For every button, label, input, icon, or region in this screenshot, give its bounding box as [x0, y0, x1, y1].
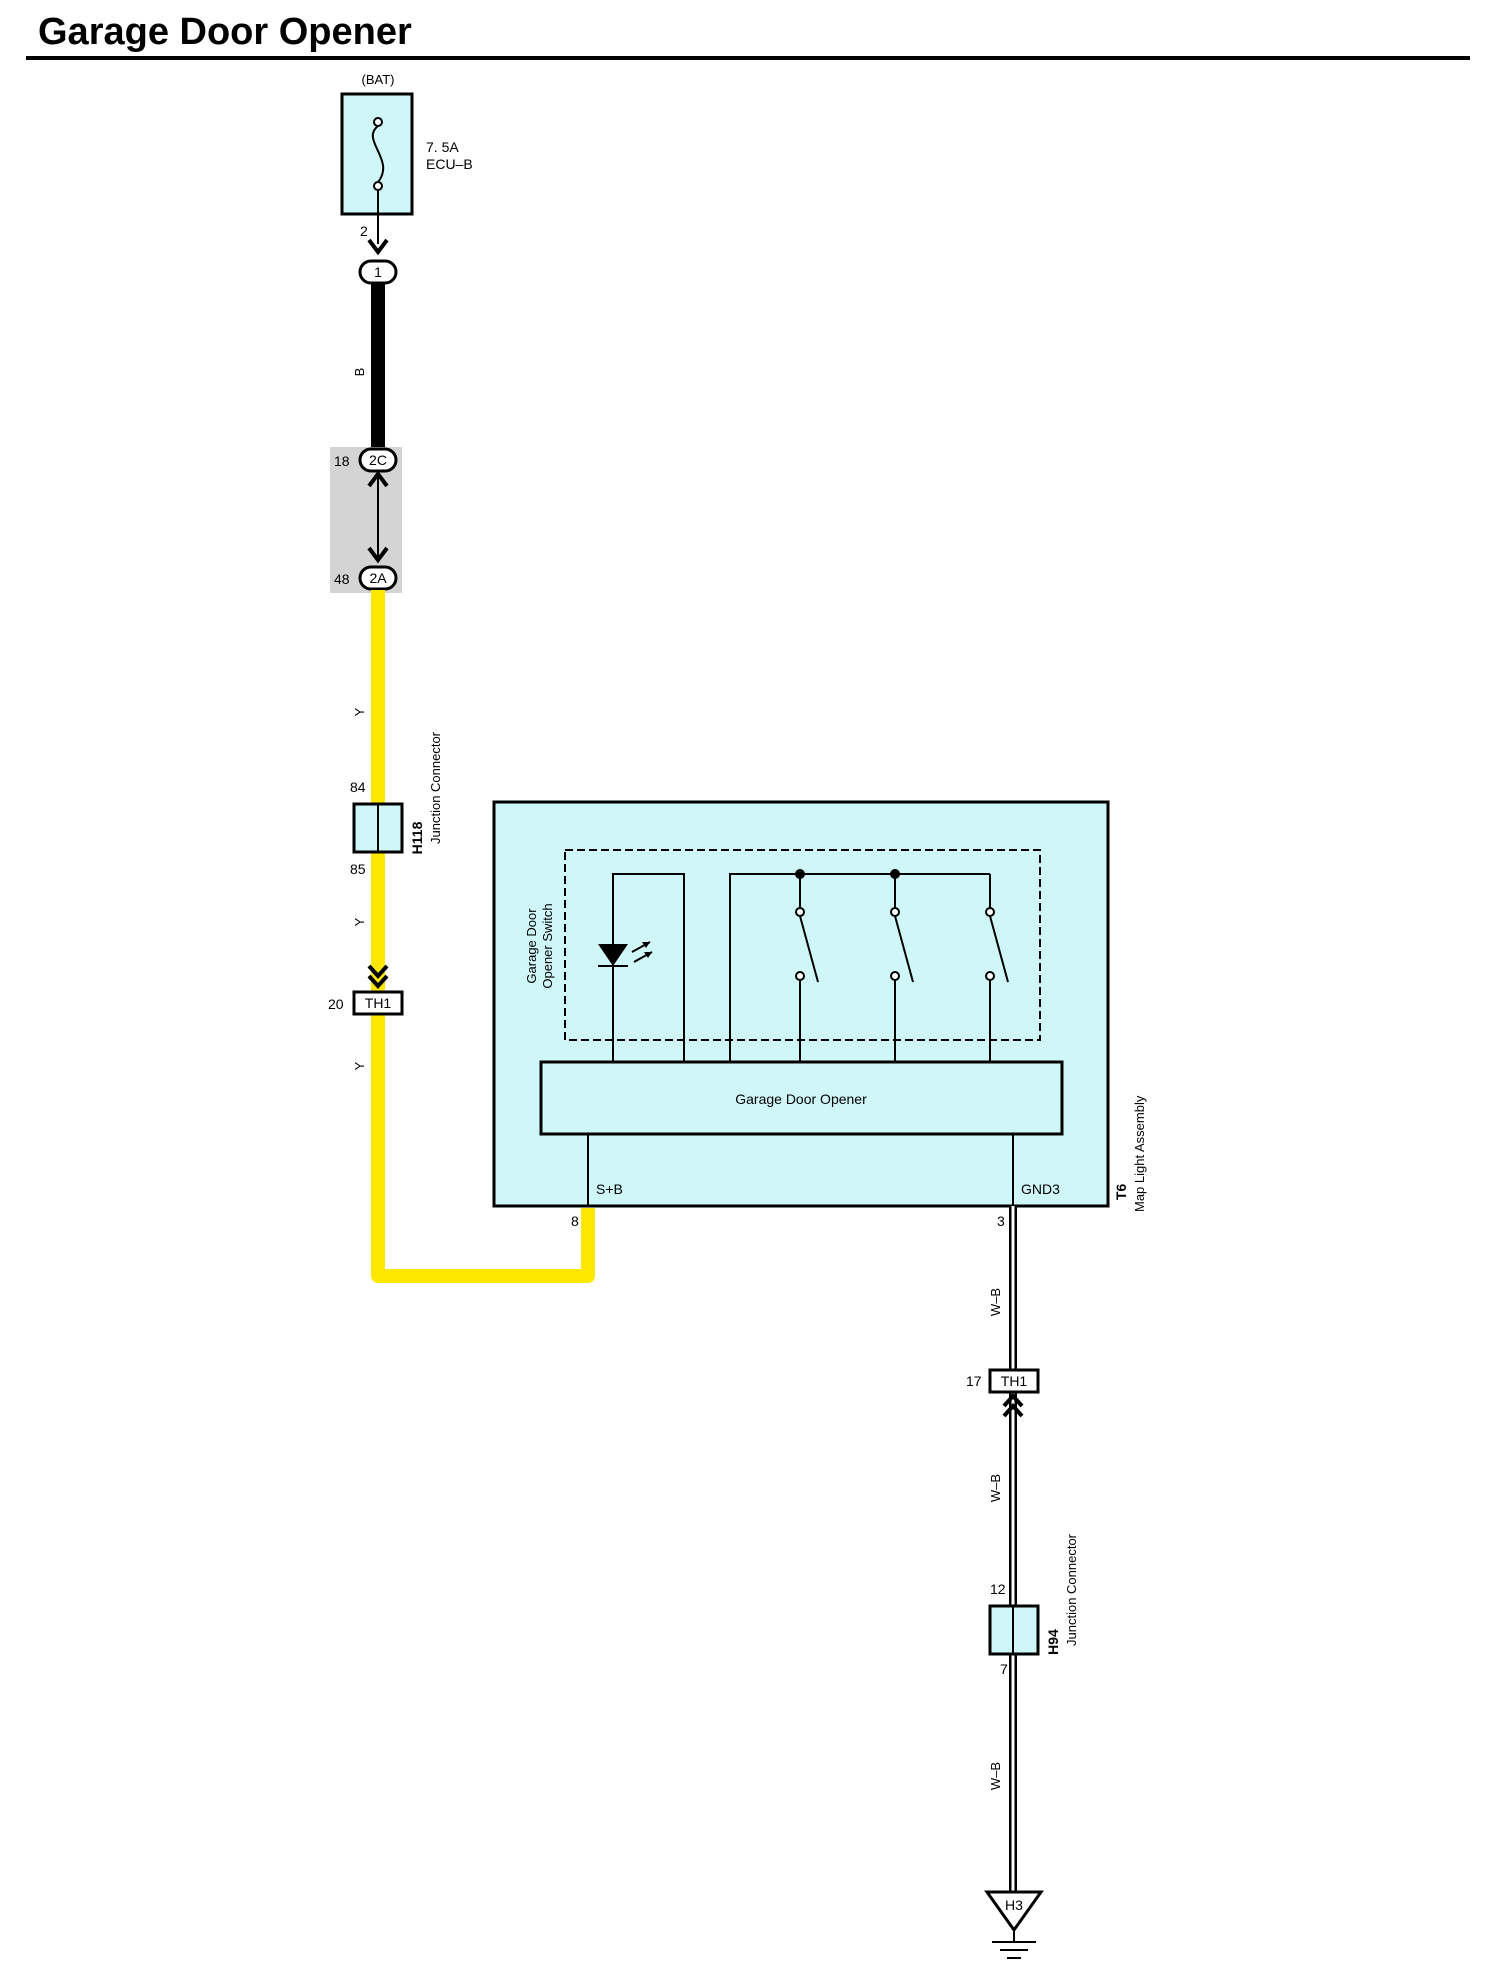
connector-2a: [358, 565, 398, 591]
switch-3-icon: [985, 907, 1009, 983]
led-icon: [598, 941, 653, 967]
connector-arrow-icon: [367, 238, 389, 256]
h118-pin-bottom: 85: [350, 861, 366, 877]
th1-bottom-pin: 17: [966, 1373, 982, 1389]
fuse-rating: 7. 5A: [426, 139, 459, 155]
switch-label-1: Garage Door: [524, 908, 539, 984]
assembly-code: T6: [1113, 1183, 1129, 1200]
switch-label-2: Opener Switch: [540, 903, 555, 988]
connector-arrow-icon: [367, 546, 389, 564]
switch-1-icon: [795, 907, 819, 983]
led-loop-wire: [612, 873, 685, 1062]
connector-2a-label: 2A: [369, 570, 387, 586]
connector-2c-pin: 18: [334, 453, 350, 469]
fuse-icon: [371, 117, 385, 191]
pin-sb: 8: [571, 1213, 579, 1229]
th1-top-pin: 20: [328, 996, 344, 1012]
wire-color-y3: Y: [352, 1061, 367, 1070]
h94-code: H94: [1045, 1629, 1061, 1655]
garage-door-opener-switch: [564, 849, 1041, 1041]
h118-pin-top: 84: [350, 779, 366, 795]
fuse-source-label: (BAT): [362, 72, 395, 87]
fuse-name: ECU–B: [426, 156, 473, 172]
wire-color-y2: Y: [352, 917, 367, 926]
wire-color-b: B: [352, 368, 367, 377]
connector-1-label: 1: [374, 264, 382, 280]
connector-2a-pin: 48: [334, 571, 350, 587]
connector-1: [358, 259, 398, 285]
wire-color-wb2: W–B: [988, 1474, 1003, 1502]
wire-yellow: [371, 590, 595, 1283]
wire-color-wb3: W–B: [988, 1762, 1003, 1790]
connector-arrow-icon: [1002, 1393, 1024, 1418]
th1-bottom-connector: [988, 1368, 1040, 1394]
page-title: Garage Door Opener: [38, 11, 412, 53]
th1-top-label: TH1: [365, 995, 392, 1011]
junction-dot: [890, 869, 900, 879]
terminal-gnd3: GND3: [1021, 1181, 1060, 1197]
ground-code: H3: [1005, 1897, 1023, 1913]
h94-pin-top: 12: [990, 1581, 1006, 1597]
ground-icon: [992, 1930, 1036, 1959]
junction-dot: [795, 869, 805, 879]
module-label: Garage Door Opener: [735, 1091, 867, 1107]
wire-color-wb1: W–B: [988, 1288, 1003, 1316]
terminal-sb: S+B: [596, 1181, 623, 1197]
connector-arrow-icon: [367, 470, 389, 488]
pin-gnd: 3: [997, 1213, 1005, 1229]
th1-bottom-label: TH1: [1001, 1373, 1028, 1389]
h94-name: Junction Connector: [1064, 1533, 1079, 1646]
ground-point: [984, 1890, 1044, 1933]
h118-code: H118: [409, 821, 425, 854]
h118-name: Junction Connector: [428, 731, 443, 844]
garage-door-opener-module: [539, 1060, 1064, 1136]
h94-pin-bottom: 7: [1000, 1661, 1008, 1677]
connector-2c-label: 2C: [369, 452, 387, 468]
th1-top-connector: [352, 990, 404, 1016]
switch-2-icon: [890, 907, 914, 983]
fuse-pin: 2: [360, 223, 368, 239]
assembly-name: Map Light Assembly: [1132, 1095, 1147, 1212]
switch-common-wire: [729, 873, 990, 1062]
wire-color-y1: Y: [352, 707, 367, 716]
connector-arrow-icon: [367, 964, 389, 989]
